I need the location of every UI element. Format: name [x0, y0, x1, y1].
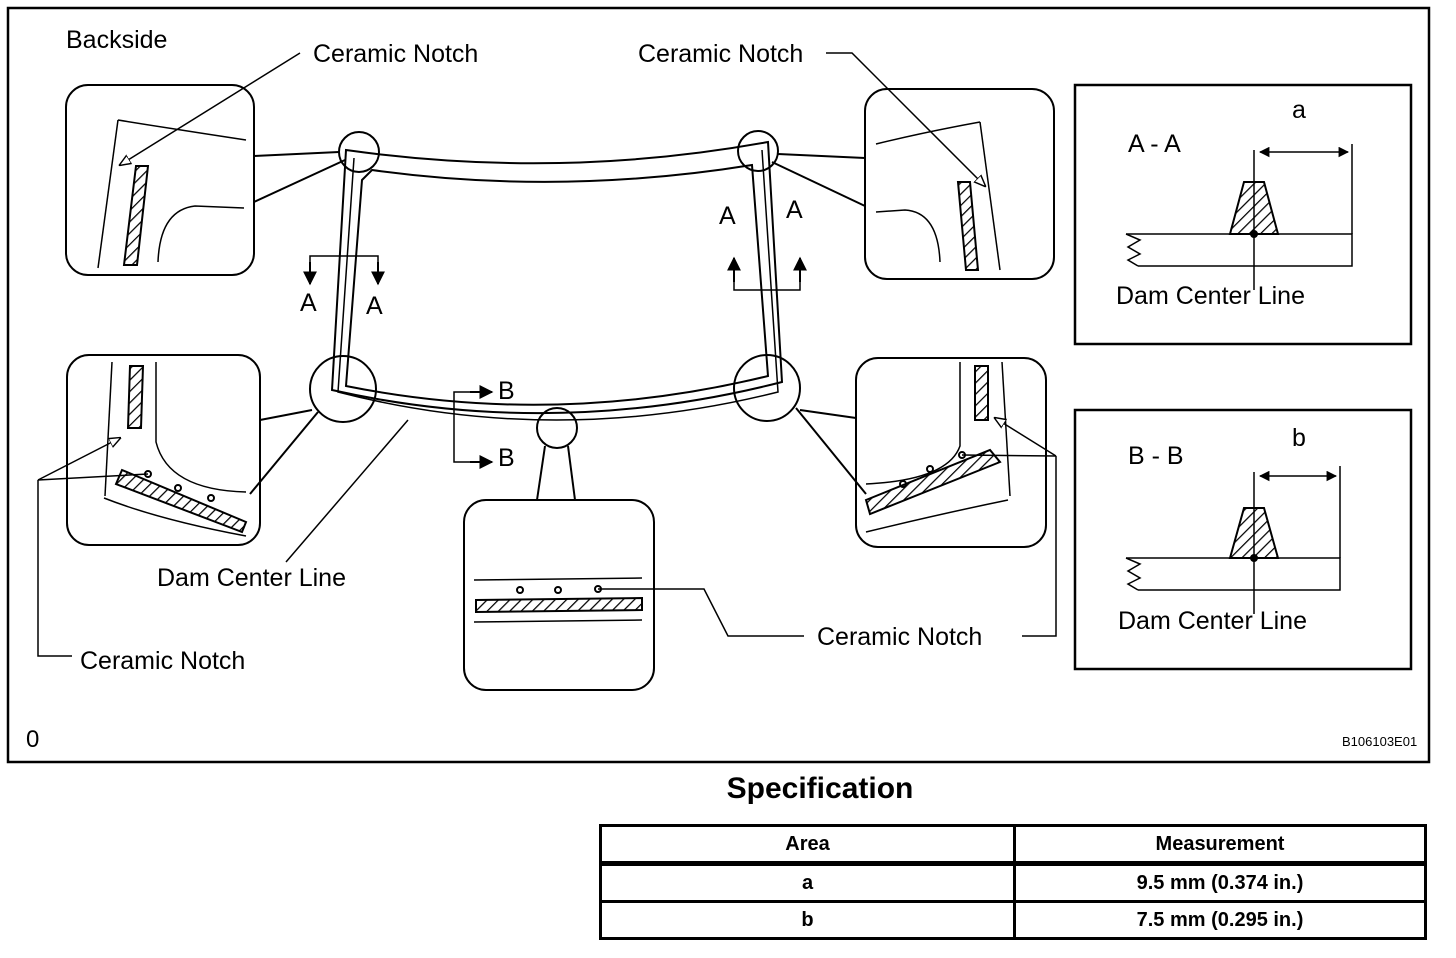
section-aa-title: A - A [1128, 130, 1181, 158]
lower-right-notch-circle [733, 354, 801, 422]
ceramic-notch-label-lower-right: Ceramic Notch [817, 623, 982, 651]
figure-number: 0 [26, 726, 39, 753]
section-b-lower: B [498, 444, 515, 472]
lower-right-detail-box [855, 357, 1047, 548]
dam-center-line-path [337, 149, 779, 421]
section-a-right-1: A [719, 202, 736, 230]
specification-table: Area Measurement a 9.5 mm (0.374 in.) b … [599, 824, 1427, 940]
ceramic-notch-label-lower-left: Ceramic Notch [80, 647, 245, 675]
measurement-cell: 9.5 mm (0.374 in.) [1013, 862, 1427, 903]
section-aa-panel [1073, 83, 1413, 346]
section-aa-dam-center-line-label: Dam Center Line [1116, 282, 1305, 310]
dimension-a-label: a [1292, 96, 1306, 124]
upper-left-detail-box [65, 84, 255, 276]
section-a-left-1: A [300, 289, 317, 317]
figure-code: B106103E01 [1342, 734, 1417, 749]
section-a-left-2: A [366, 292, 383, 320]
ceramic-notch-label-upper-right: Ceramic Notch [638, 40, 803, 68]
backside-label: Backside [66, 26, 167, 54]
table-row: a 9.5 mm (0.374 in.) [599, 862, 1427, 903]
section-bb-title: B - B [1128, 442, 1184, 470]
section-bb-dam-center-line-label: Dam Center Line [1118, 607, 1307, 635]
lower-left-notch-circle [309, 355, 377, 423]
ceramic-notch-label-upper-left: Ceramic Notch [313, 40, 478, 68]
windshield-outline [330, 140, 784, 415]
upper-right-notch-circle [737, 130, 779, 172]
section-b-upper: B [498, 377, 515, 405]
section-a-right-2: A [786, 196, 803, 224]
table-row: b 7.5 mm (0.295 in.) [599, 900, 1427, 940]
lower-left-detail-box [66, 354, 261, 546]
specification-title: Specification [726, 772, 914, 805]
upper-right-detail-box [864, 88, 1055, 280]
column-header-area: Area [599, 824, 1016, 866]
dimension-b-label: b [1292, 424, 1306, 452]
area-cell: a [599, 862, 1016, 903]
diagram-frame [6, 6, 1431, 764]
column-header-measurement: Measurement [1013, 824, 1427, 866]
bottom-center-detail-box [463, 499, 655, 691]
bottom-center-notch-circle [536, 407, 578, 449]
table-header-row: Area Measurement [599, 824, 1427, 866]
measurement-cell: 7.5 mm (0.295 in.) [1013, 900, 1427, 940]
windshield-inner-outline [344, 163, 770, 406]
section-bb-panel [1073, 408, 1413, 671]
area-cell: b [599, 900, 1016, 940]
dam-center-line-label: Dam Center Line [157, 564, 346, 592]
